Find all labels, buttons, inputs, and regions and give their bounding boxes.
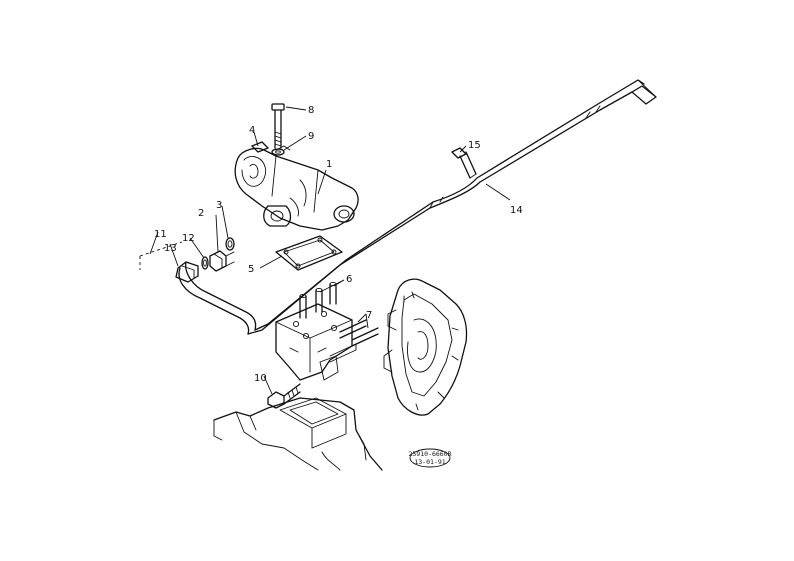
inlet-fitting-group <box>139 237 235 283</box>
leader-lines <box>149 106 511 395</box>
mounting-block <box>275 303 379 381</box>
callout-10: 10 <box>254 373 267 384</box>
callout-3: 3 <box>216 200 222 211</box>
callout-9: 9 <box>308 131 314 142</box>
flywheel-housing <box>383 278 468 416</box>
stamp-date: 13-01-91 <box>414 458 445 466</box>
callout-1: 1 <box>326 159 332 170</box>
pipe-assembly <box>178 79 657 335</box>
callout-4: 4 <box>249 125 255 136</box>
callout-12: 12 <box>182 233 195 244</box>
callout-13: 13 <box>164 243 177 254</box>
dowel-pins <box>299 281 337 319</box>
drawing-stamp: 25910-6660R 13-01-91 <box>408 448 452 468</box>
callout-11: 11 <box>154 229 167 240</box>
callout-5: 5 <box>248 264 254 275</box>
callout-7: 7 <box>366 310 372 321</box>
callout-8: 8 <box>308 105 314 116</box>
callout-6: 6 <box>346 274 352 285</box>
fitting-15 <box>451 147 477 179</box>
gasket <box>275 235 343 271</box>
part-number-labels: 1 2 3 4 5 6 7 8 9 10 11 12 13 14 15 <box>154 105 523 384</box>
upper-housing <box>234 145 359 231</box>
engine-block <box>213 397 383 471</box>
stamp-code: 25910-6660R <box>408 450 451 458</box>
callout-14: 14 <box>510 205 523 216</box>
mounting-bolt-group <box>251 103 285 156</box>
callout-2: 2 <box>198 208 204 219</box>
lower-bolt <box>267 383 301 409</box>
callout-15: 15 <box>468 140 481 151</box>
